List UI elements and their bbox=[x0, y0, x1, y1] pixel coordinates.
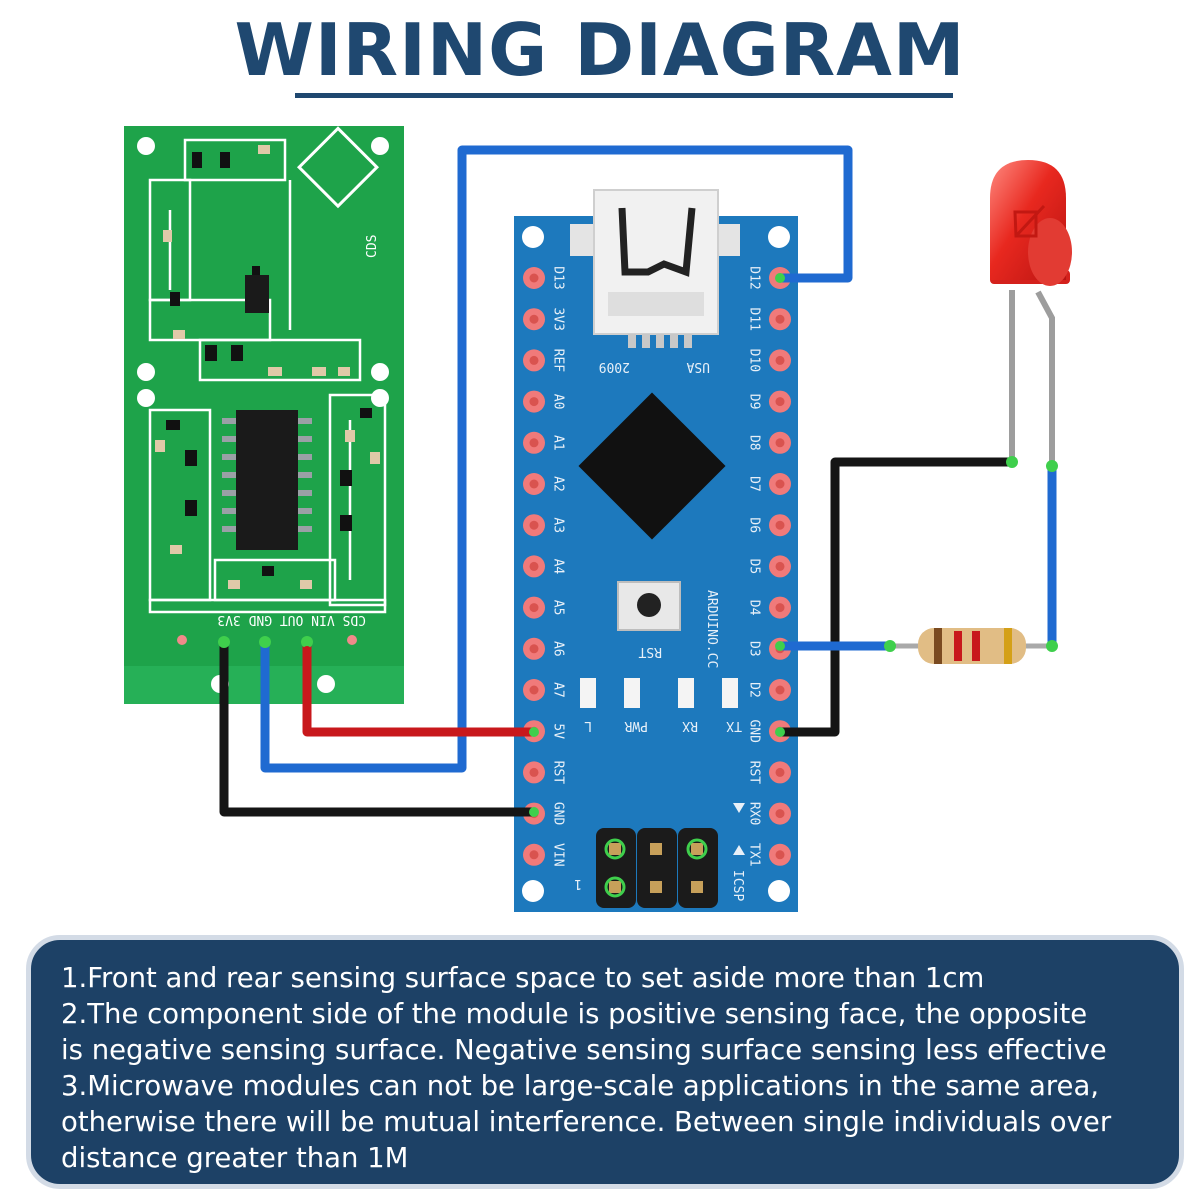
right-pin-hole-d2 bbox=[775, 685, 785, 695]
wire-black-sensor-gnd bbox=[219, 637, 539, 817]
right-pin-hole-d7 bbox=[775, 479, 785, 489]
left-pin-label-vin: VIN bbox=[551, 843, 566, 866]
wiring-diagram: CDS CDS VIN OUT GND 3V3 USA 2009 RST ARD… bbox=[124, 126, 1072, 912]
right-pin-label-d7: D7 bbox=[747, 476, 762, 492]
left-pin-label-a0: A0 bbox=[551, 394, 566, 410]
wire-red-sensor-vin bbox=[302, 637, 539, 737]
note-line-1: 1.Front and rear sensing surface space t… bbox=[61, 962, 985, 994]
left-pin-hole-d13 bbox=[529, 273, 539, 283]
left-pin-hole-a2 bbox=[529, 479, 539, 489]
wires bbox=[219, 145, 1057, 817]
led-rx-label: RX bbox=[682, 718, 698, 733]
right-pin-hole-tx1 bbox=[775, 850, 785, 860]
note-line-5: otherwise there will be mutual interfere… bbox=[61, 1106, 1112, 1138]
left-pin-hole-vin bbox=[529, 850, 539, 860]
left-pin-hole-rst bbox=[529, 767, 539, 777]
microwave-sensor-module: CDS CDS VIN OUT GND 3V3 bbox=[124, 126, 404, 704]
right-pin-hole-d10 bbox=[775, 355, 785, 365]
left-pin-hole-ref bbox=[529, 355, 539, 365]
right-pin-hole-d8 bbox=[775, 438, 785, 448]
right-pin-label-d8: D8 bbox=[747, 435, 762, 451]
left-pin-label-5v: 5V bbox=[551, 723, 566, 739]
led-l-label: L bbox=[584, 718, 592, 733]
led-pwr-label: PWR bbox=[624, 718, 648, 733]
right-pin-hole-rst bbox=[775, 767, 785, 777]
arduino-nano-board: USA 2009 RST ARDUINO.CC L PWR RX TX ICSP… bbox=[514, 189, 798, 912]
left-pin-label-a6: A6 bbox=[551, 641, 566, 657]
right-pin-label-d12: D12 bbox=[747, 266, 762, 289]
right-pin-hole-d5 bbox=[775, 561, 785, 571]
left-pin-label-a7: A7 bbox=[551, 682, 566, 698]
note-line-6: distance greater than 1M bbox=[61, 1142, 409, 1174]
wire-black-led-gnd bbox=[775, 457, 1017, 737]
left-pin-hole-a1 bbox=[529, 438, 539, 448]
left-pin-label-a1: A1 bbox=[551, 435, 566, 451]
left-pin-hole-a4 bbox=[529, 561, 539, 571]
right-pin-hole-d6 bbox=[775, 520, 785, 530]
year-label: 2009 bbox=[599, 359, 630, 374]
left-pin-hole-a0 bbox=[529, 397, 539, 407]
right-pin-hole-d9 bbox=[775, 397, 785, 407]
right-pin-label-d5: D5 bbox=[747, 559, 762, 575]
right-pin-label-d3: D3 bbox=[747, 641, 762, 657]
right-pin-label-d10: D10 bbox=[747, 349, 762, 372]
right-pin-hole-rx0 bbox=[775, 809, 785, 819]
right-pin-label-d4: D4 bbox=[747, 600, 762, 616]
left-pin-label-a5: A5 bbox=[551, 600, 566, 616]
right-pin-label-tx1: TX1 bbox=[747, 843, 762, 866]
wire-blue-sensor-out bbox=[260, 145, 853, 773]
left-pin-label-d13: D13 bbox=[551, 266, 566, 289]
right-pin-hole-d4 bbox=[775, 603, 785, 613]
left-pin-hole-a5 bbox=[529, 603, 539, 613]
resistor bbox=[884, 628, 1058, 664]
usa-label: USA bbox=[686, 359, 710, 374]
right-pin-label-rx0: RX0 bbox=[747, 802, 762, 825]
left-pin-label-a3: A3 bbox=[551, 517, 566, 533]
page-title: WIRING DIAGRAM bbox=[234, 8, 966, 92]
left-pin-label-a4: A4 bbox=[551, 559, 566, 575]
icsp-label: ICSP bbox=[730, 870, 745, 901]
red-led bbox=[990, 160, 1072, 472]
led-tx-label: TX bbox=[726, 718, 742, 733]
left-pin-hole-a7 bbox=[529, 685, 539, 695]
right-pin-label-d2: D2 bbox=[747, 682, 762, 698]
note-line-2: 2.The component side of the module is po… bbox=[61, 998, 1088, 1030]
left-pin-hole-a3 bbox=[529, 520, 539, 530]
title-underline bbox=[295, 93, 953, 98]
left-pin-label-a2: A2 bbox=[551, 476, 566, 492]
left-pin-label-ref: REF bbox=[551, 349, 566, 373]
icsp-pin1-label: 1 bbox=[574, 876, 582, 891]
right-pin-label-d9: D9 bbox=[747, 394, 762, 410]
note-line-4: 3.Microwave modules can not be large-sca… bbox=[61, 1070, 1100, 1102]
notes-panel: 1.Front and rear sensing surface space t… bbox=[26, 935, 1184, 1189]
left-pin-label-gnd: GND bbox=[551, 802, 566, 826]
left-pin-hole-a6 bbox=[529, 644, 539, 654]
arduino-brand: ARDUINO.CC bbox=[704, 590, 719, 668]
right-pin-label-d6: D6 bbox=[747, 517, 762, 533]
right-pin-label-gnd: GND bbox=[747, 719, 762, 743]
note-line-3: is negative sensing surface. Negative se… bbox=[61, 1034, 1107, 1066]
left-pin-label-rst: RST bbox=[551, 761, 566, 785]
sensor-pin-labels: CDS VIN OUT GND 3V3 bbox=[217, 612, 366, 627]
left-pin-hole-3v3 bbox=[529, 314, 539, 324]
left-pin-label-3v3: 3V3 bbox=[551, 307, 566, 330]
right-pin-label-d11: D11 bbox=[747, 307, 762, 330]
right-pin-label-rst: RST bbox=[747, 761, 762, 785]
sensor-cds-label: CDS bbox=[365, 235, 380, 258]
right-pin-hole-d11 bbox=[775, 314, 785, 324]
rst-button-label: RST bbox=[638, 644, 662, 659]
